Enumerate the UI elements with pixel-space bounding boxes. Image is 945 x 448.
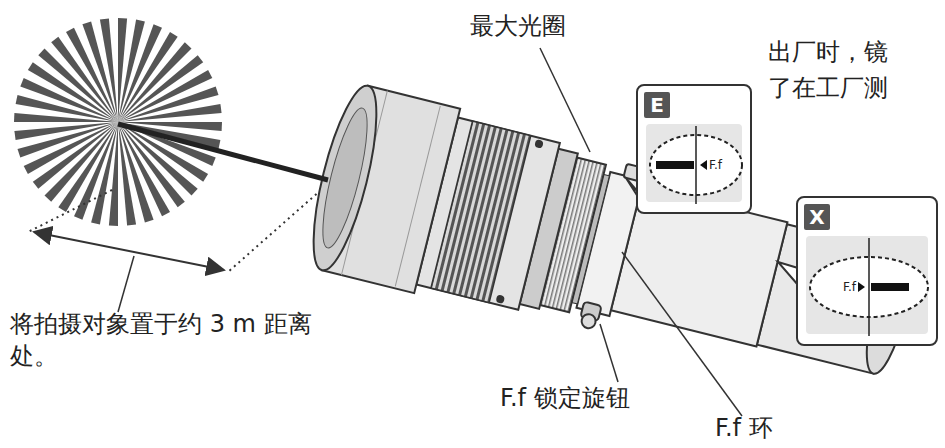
leader-line (600, 324, 618, 382)
callout-pointer (778, 262, 798, 285)
callout-box: F.f E (636, 84, 752, 214)
star-wedge (118, 18, 127, 122)
lock-knob (580, 313, 597, 330)
label: 最大光圈 (470, 10, 566, 42)
leader-line (622, 252, 742, 416)
index-mark (646, 124, 746, 206)
star-wedge (118, 122, 136, 226)
siemens-star (14, 18, 222, 226)
star-wedge (74, 122, 118, 220)
star-wedge (28, 62, 118, 122)
star-wedge (100, 18, 118, 122)
callout-box: F.f X (796, 196, 938, 346)
star-wedge (118, 24, 162, 122)
star-wedge (118, 122, 208, 182)
dimension-arrow (34, 232, 224, 270)
star-wedge (20, 78, 118, 122)
extension-line (28, 190, 112, 232)
sight-line (118, 124, 328, 180)
star-wedge (14, 122, 118, 140)
label: 出厂时，镜 (768, 36, 888, 68)
callout-panel: F.f (806, 236, 928, 334)
star-wedge (118, 104, 222, 122)
callout-letter: X (804, 204, 830, 230)
label: 将拍摄对象置于约 3 m 距离处。 (10, 308, 320, 373)
index-label: F.f (843, 281, 856, 293)
callout-panel: F.f (646, 124, 742, 202)
label: F.f 锁定旋钮 (500, 382, 630, 414)
label: F.f 环 (715, 412, 773, 444)
star-wedge (118, 32, 178, 122)
index-label: F.f (709, 159, 722, 171)
callout-letter: E (644, 92, 670, 118)
star-wedge (58, 122, 118, 212)
label: 了在工厂测 (768, 72, 888, 104)
star-wedge (109, 122, 118, 226)
index-mark (806, 236, 932, 338)
star-wedge (14, 113, 118, 122)
leader-line (118, 256, 134, 312)
leader-line (540, 48, 590, 152)
